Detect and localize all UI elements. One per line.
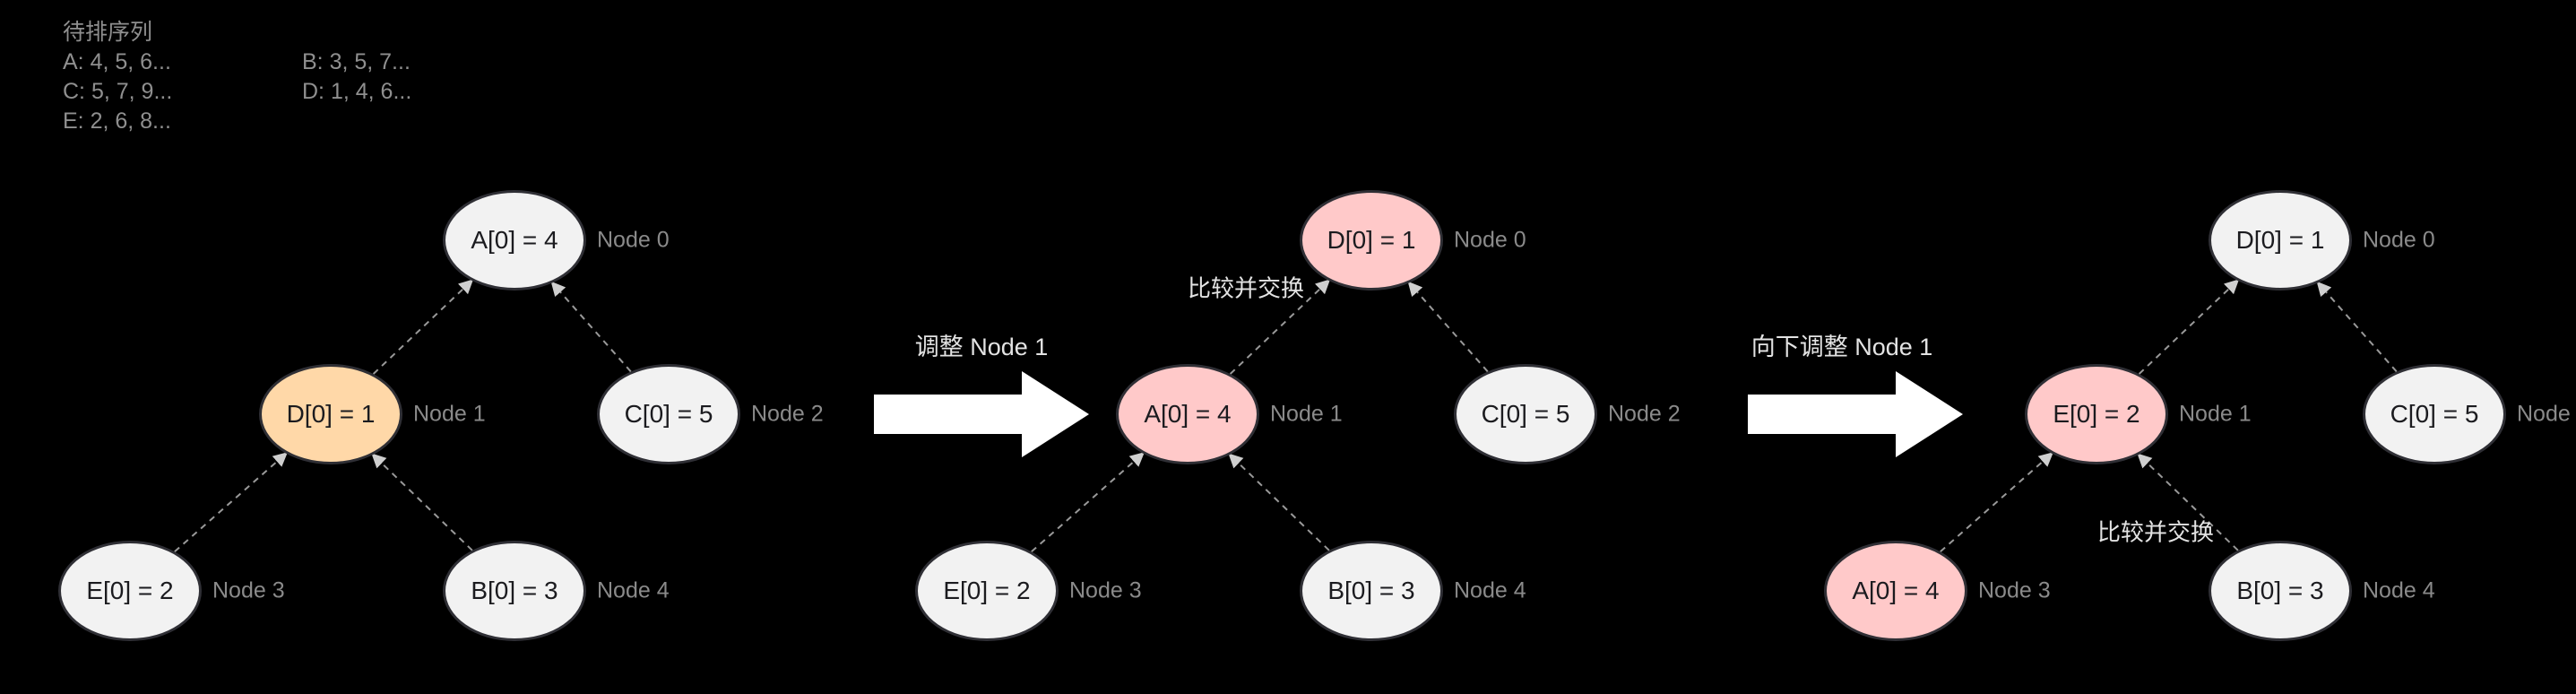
transition-arrows (874, 371, 1963, 457)
node-label: Node 3 (212, 577, 285, 603)
block-arrow-right-icon (1748, 371, 1963, 457)
edge (372, 279, 474, 375)
node-value: D[0] = 1 (1327, 226, 1416, 254)
heap-node: E[0] = 2 Node 3 (58, 541, 285, 641)
heap-node: A[0] = 4 Node 0 (443, 190, 670, 291)
node-label: Node 3 (1978, 577, 2051, 603)
edge (550, 281, 632, 373)
node-label: Node 1 (413, 401, 486, 427)
node-value: B[0] = 3 (2236, 577, 2324, 604)
heap-node-ellipse: E[0] = 2 (915, 541, 1059, 641)
node-label: Node 2 (751, 401, 824, 427)
edge (371, 453, 473, 551)
node-label: Node 4 (597, 577, 670, 603)
node-value: C[0] = 5 (2390, 400, 2479, 428)
heap-node: A[0] = 4 Node 3 (1824, 541, 2051, 641)
heap-node: E[0] = 2 Node 3 (915, 541, 1142, 641)
node-value: E[0] = 2 (86, 577, 174, 604)
node-label: Node 2 (2517, 401, 2576, 427)
heap-node-ellipse: D[0] = 1 (1300, 190, 1443, 291)
heap-node-ellipse: C[0] = 5 (2363, 364, 2506, 464)
heap-node: B[0] = 3 Node 4 (2209, 541, 2435, 641)
heap-node-ellipse: A[0] = 4 (1824, 541, 1967, 641)
edge (174, 452, 289, 552)
node-label: Node 0 (1454, 227, 1526, 253)
node-value: D[0] = 1 (2235, 226, 2325, 254)
edge (2316, 281, 2398, 373)
heap-node: A[0] = 4 Node 1 (1116, 364, 1343, 464)
node-label: Node 1 (1270, 401, 1343, 427)
node-label: Node 4 (1454, 577, 1526, 603)
tree-edges (174, 279, 2398, 552)
arrow-label: 向下调整 Node 1 (1750, 334, 1933, 360)
arrow-label: 调整 Node 1 (914, 334, 1049, 360)
node-label: Node 4 (2363, 577, 2435, 603)
legend-line: C: 5, 7, 9... (63, 79, 173, 104)
edge (1228, 453, 1330, 551)
legend-line: D: 1, 4, 6... (302, 79, 412, 104)
node-label: Node 0 (2363, 227, 2435, 253)
heap-node-ellipse: E[0] = 2 (58, 541, 202, 641)
edge (2138, 279, 2240, 375)
legend-line: E: 2, 6, 8... (63, 108, 171, 134)
heap-node-ellipse: C[0] = 5 (1454, 364, 1597, 464)
node-value: C[0] = 5 (624, 400, 713, 428)
compare-swap-annotation: 比较并交换 (1187, 274, 1305, 302)
heap-node: C[0] = 5 Node 2 (597, 364, 824, 464)
heap-node: B[0] = 3 Node 4 (1300, 541, 1526, 641)
node-value: A[0] = 4 (471, 226, 558, 254)
node-value: A[0] = 4 (1852, 577, 1940, 604)
compare-swap-annotation: 比较并交换 (2096, 518, 2215, 546)
heap-node-ellipse: D[0] = 1 (259, 364, 402, 464)
edge (1031, 452, 1145, 552)
heap-node-ellipse: D[0] = 1 (2209, 190, 2352, 291)
node-label: Node 3 (1069, 577, 1142, 603)
node-value: E[0] = 2 (2053, 400, 2140, 428)
node-value: A[0] = 4 (1144, 400, 1232, 428)
edge (1940, 452, 2054, 552)
node-label: Node 0 (597, 227, 670, 253)
heap-node-ellipse: A[0] = 4 (443, 190, 586, 291)
heap-node: C[0] = 5 Node 2 (1454, 364, 1681, 464)
sequence-legend: 待排序列 A: 4, 5, 6... B: 3, 5, 7... C: 5, 7… (63, 18, 411, 136)
block-arrow-right-icon (874, 371, 1089, 457)
heap-node: D[0] = 1 Node 0 (1300, 190, 1526, 291)
heap-node-ellipse: E[0] = 2 (2025, 364, 2168, 464)
heap-node: D[0] = 1 Node 0 (2209, 190, 2435, 291)
edge (1407, 281, 1489, 373)
heap-node-ellipse: B[0] = 3 (1300, 541, 1443, 641)
node-label: Node 2 (1608, 401, 1681, 427)
heap-node-ellipse: A[0] = 4 (1116, 364, 1259, 464)
node-value: B[0] = 3 (471, 577, 558, 604)
node-value: C[0] = 5 (1481, 400, 1570, 428)
heap-node: D[0] = 1 Node 1 (259, 364, 486, 464)
heap-node: B[0] = 3 Node 4 (443, 541, 670, 641)
heap-node-ellipse: B[0] = 3 (443, 541, 586, 641)
heap-node-ellipse: B[0] = 3 (2209, 541, 2352, 641)
heap-node-ellipse: C[0] = 5 (597, 364, 740, 464)
node-value: D[0] = 1 (286, 400, 376, 428)
node-value: E[0] = 2 (943, 577, 1031, 604)
heap-node: C[0] = 5 Node 2 (2363, 364, 2576, 464)
node-label: Node 1 (2179, 401, 2252, 427)
legend-title: 待排序列 (63, 20, 153, 45)
node-value: B[0] = 3 (1327, 577, 1415, 604)
heap-node: E[0] = 2 Node 1 (2025, 364, 2252, 464)
legend-line: A: 4, 5, 6... (63, 49, 171, 74)
legend-line: B: 3, 5, 7... (302, 49, 411, 74)
